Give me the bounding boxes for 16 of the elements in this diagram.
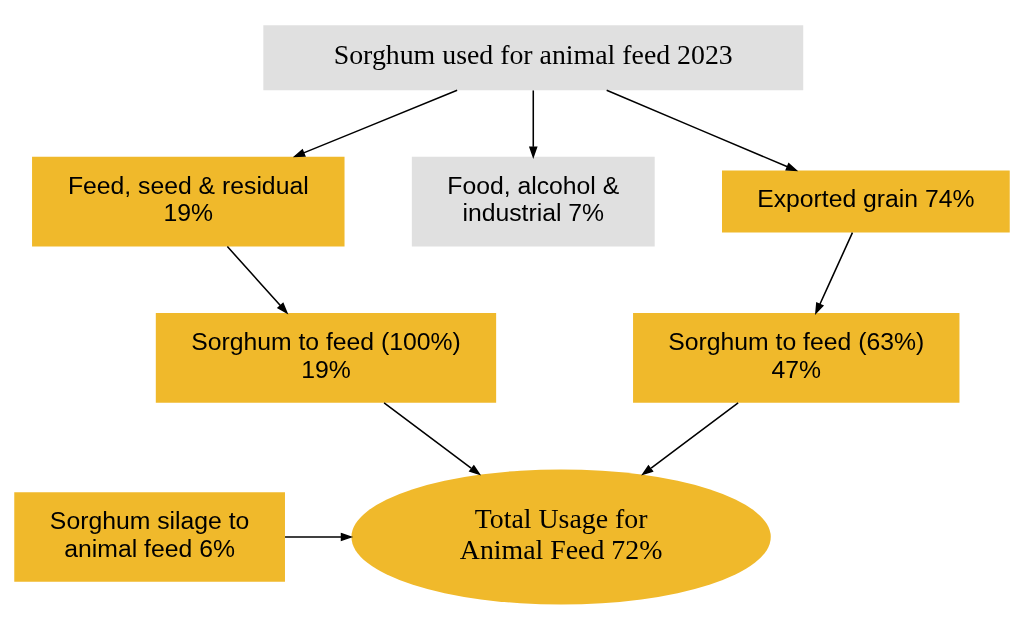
node-ellipse: Total Usage for Animal Feed 72%	[351, 468, 771, 605]
arrow	[528, 89, 538, 159]
node-box: Food, alcohol & industrial 7%	[411, 156, 655, 246]
node-box: Sorghum to feed (63%) 47%	[633, 312, 960, 403]
arrow	[383, 401, 482, 476]
arrow	[815, 231, 854, 315]
node-box: Exported grain 74%	[722, 170, 1010, 232]
arrow	[641, 401, 739, 476]
node-box: Sorghum to feed (100%) 19%	[155, 312, 497, 403]
arrow	[284, 532, 354, 541]
arrow	[292, 89, 458, 157]
node-box: Feed, seed & residual 19%	[32, 156, 345, 246]
arrow	[226, 245, 289, 314]
node-box: Sorghum used for animal feed 2023	[263, 24, 804, 90]
arrow	[605, 89, 799, 171]
node-box: Sorghum silage to animal feed 6%	[14, 491, 285, 582]
